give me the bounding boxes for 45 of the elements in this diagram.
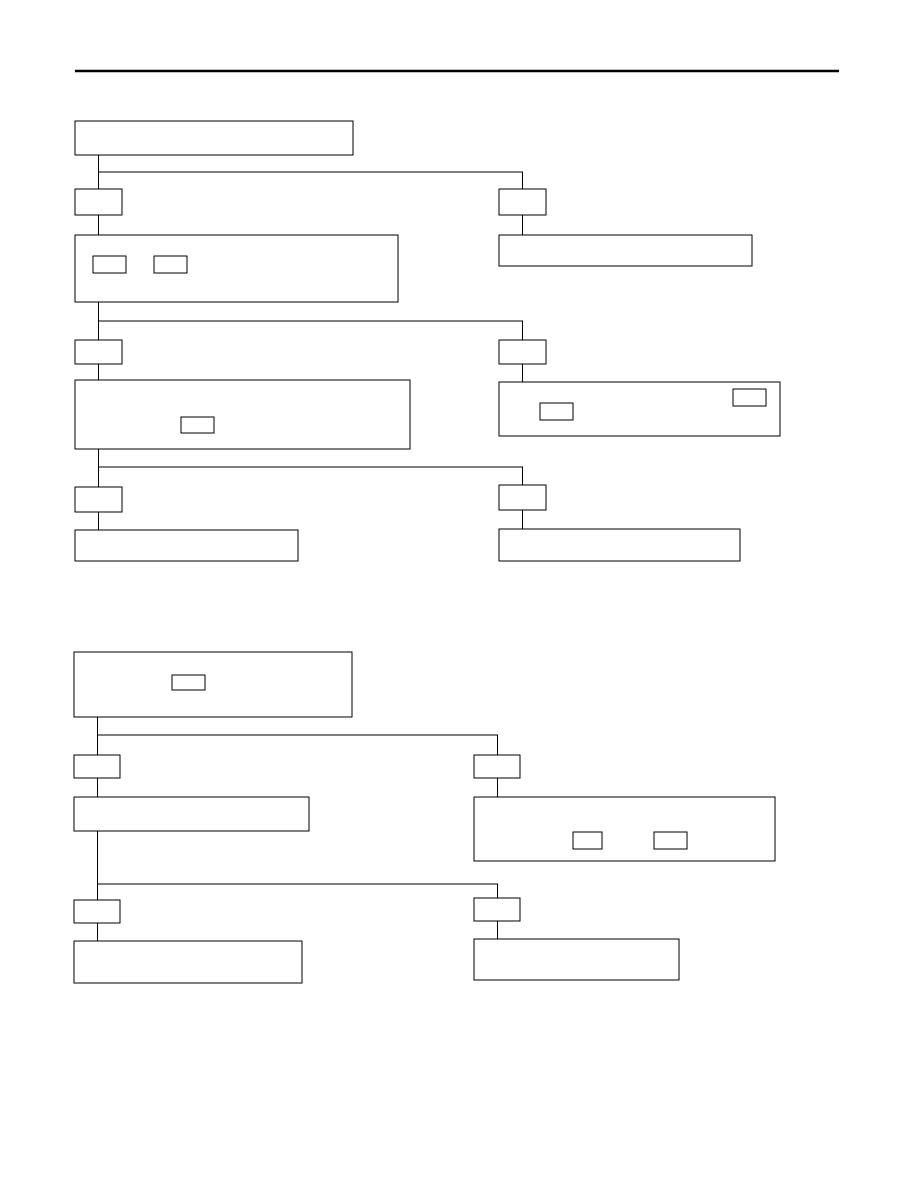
small-box: [498, 484, 547, 511]
small-box: [473, 897, 521, 922]
process-box: [498, 234, 753, 267]
connector-line: [98, 448, 523, 488]
connector-line: [98, 511, 99, 531]
small-box: [74, 339, 123, 365]
connector-line: [522, 363, 523, 383]
process-box: [74, 529, 299, 562]
process-box: [73, 940, 303, 984]
inline-box: [653, 831, 688, 850]
inline-box: [572, 831, 603, 850]
connector-line: [522, 214, 523, 236]
connector-line: [522, 509, 523, 530]
inline-box: [171, 674, 206, 691]
process-box: [74, 379, 411, 450]
inline-box: [92, 255, 127, 274]
connector-line: [97, 922, 98, 942]
process-box: [73, 796, 310, 832]
connector-line: [97, 830, 498, 901]
process-box: [498, 528, 741, 562]
small-box: [74, 188, 123, 216]
small-box: [73, 754, 121, 779]
connector-line: [97, 716, 498, 756]
connector-line: [98, 301, 523, 341]
small-box: [73, 899, 121, 924]
connector-line: [497, 920, 498, 940]
small-box: [74, 486, 123, 513]
connector-line: [97, 777, 98, 798]
process-box: [498, 381, 781, 437]
connector-line: [497, 777, 498, 798]
process-box: [473, 938, 680, 981]
inline-box: [539, 402, 574, 421]
small-box: [498, 339, 547, 365]
inline-box: [153, 255, 188, 274]
process-box: [473, 796, 776, 862]
connector-line: [98, 363, 99, 381]
small-box: [498, 188, 547, 216]
connector-line: [98, 154, 523, 190]
inline-box: [732, 388, 767, 407]
inline-box: [180, 416, 215, 434]
small-box: [473, 754, 521, 779]
process-box: [73, 651, 353, 718]
process-box: [74, 234, 399, 303]
connector-line: [98, 214, 99, 236]
process-box: [74, 120, 354, 156]
